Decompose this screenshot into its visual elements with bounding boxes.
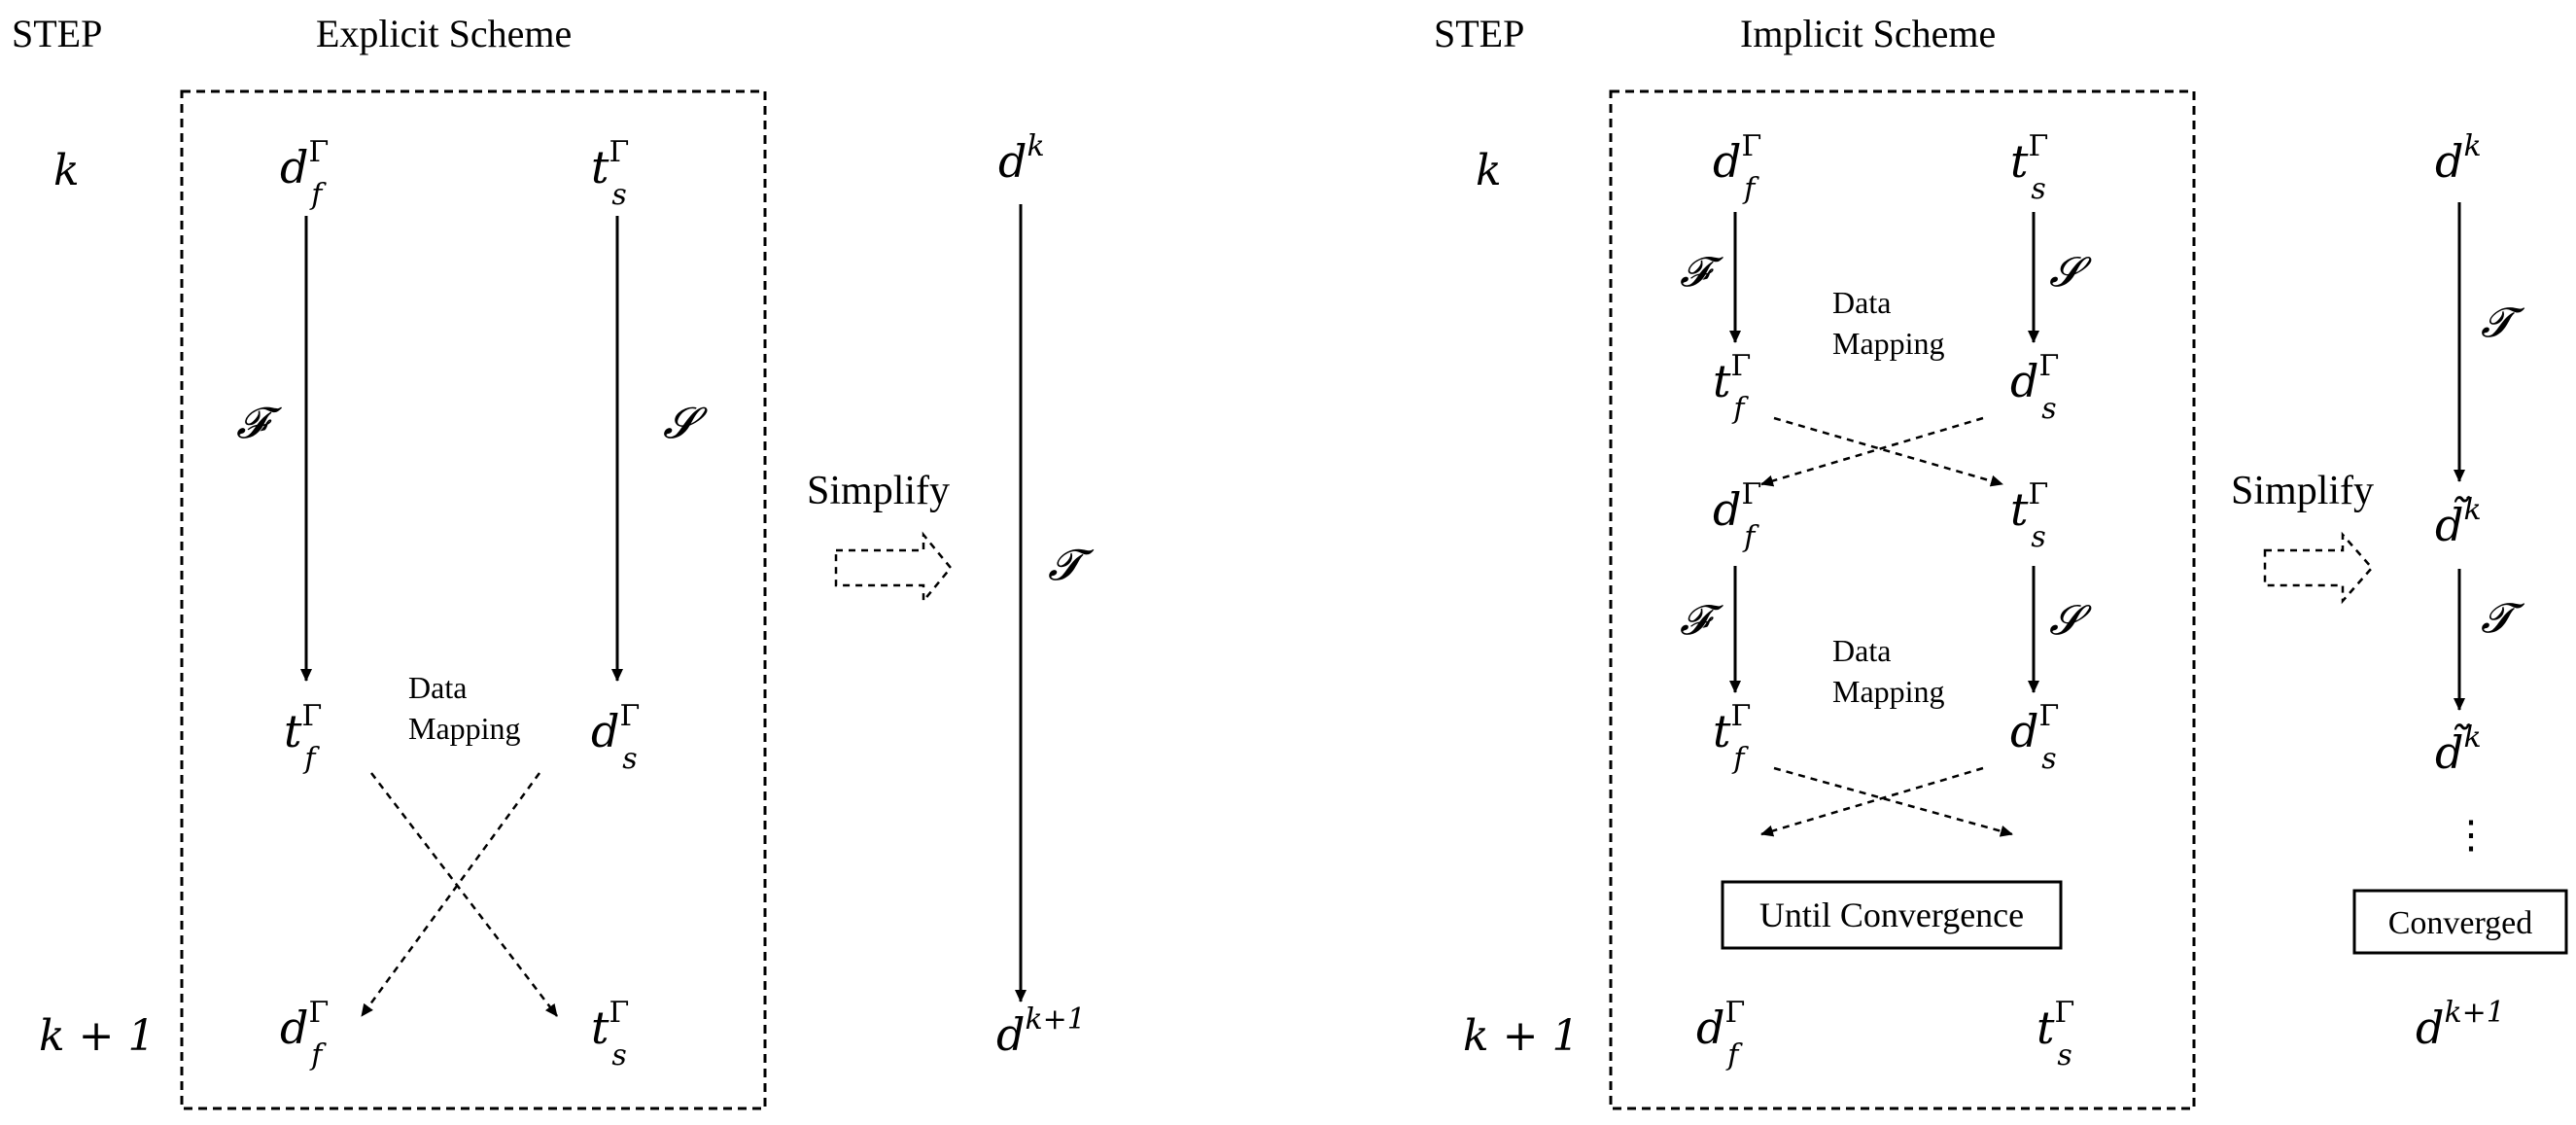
displacement-k1-explicit: dk+1 <box>996 1002 1086 1061</box>
fluid-operator-implicit-2: 𝓕 <box>1680 596 1723 644</box>
step-k1-label-left: k + 1 <box>39 1011 156 1061</box>
simplified-explicit: dk 𝓣 dk+1 <box>996 129 1095 1061</box>
explicit-scheme-title: Explicit Scheme <box>316 12 572 55</box>
displacement-k-explicit: dk <box>998 129 1045 188</box>
simplify-right: Simplify <box>2231 469 2374 605</box>
mapping-arrow-implicit-2b <box>1760 766 1984 837</box>
fluid-operator-implicit-1: 𝓕 <box>1680 248 1723 296</box>
displacement-k-implicit: dk <box>2435 129 2482 188</box>
mapping-arrow-implicit-1b <box>1760 416 1984 487</box>
displacement-tilde-implicit-1: d̃k <box>2435 493 2482 551</box>
mapping-arrow-explicit-1 <box>370 772 558 1017</box>
time-operator-implicit-2: 𝓣 <box>2481 594 2525 642</box>
solid-operator-implicit-1: 𝓢 <box>2049 248 2092 296</box>
mapping-arrow-implicit-2a <box>1773 766 2013 837</box>
solid-operator-implicit-2: 𝓢 <box>2049 596 2092 644</box>
converged-box <box>2352 889 2568 955</box>
step-header-left: STEP <box>12 12 102 55</box>
converged-label: Converged <box>2388 905 2533 941</box>
step-k-label-left: k <box>53 146 80 195</box>
time-operator-explicit: 𝓣 <box>1048 541 1095 590</box>
step-k-label-right: k <box>1476 146 1502 195</box>
until-convergence-label: Until Convergence <box>1759 896 2024 934</box>
simplify-label-left: Simplify <box>807 469 950 513</box>
implicit-scheme-box <box>1609 89 2196 1110</box>
fluid-operator-explicit: 𝓕 <box>236 399 283 448</box>
simplify-arrow-left <box>834 531 953 605</box>
simplify-left: Simplify <box>807 469 953 605</box>
explicit-scheme-box <box>180 89 767 1110</box>
simplify-label-right: Simplify <box>2231 469 2374 513</box>
step-header-right: STEP <box>1434 12 1524 55</box>
step-k1-label-right: k + 1 <box>1463 1011 1580 1061</box>
ellipsis-vertical: ⋮ <box>2452 813 2490 857</box>
time-operator-implicit-1: 𝓣 <box>2481 299 2525 346</box>
until-convergence-box <box>1721 880 2063 950</box>
displacement-k1-implicit: dk+1 <box>2416 996 2505 1054</box>
simplify-arrow-right <box>2263 531 2374 605</box>
mapping-arrow-explicit-2 <box>360 772 541 1017</box>
simplified-implicit: dk 𝓣 d̃k 𝓣 d̃k ⋮ Converged dk+1 <box>2352 129 2568 1054</box>
mapping-arrow-implicit-1a <box>1773 416 2003 487</box>
solid-operator-explicit: 𝓢 <box>663 399 708 448</box>
implicit-scheme-title: Implicit Scheme <box>1740 12 1996 55</box>
displacement-tilde-implicit-2: d̃k <box>2435 721 2482 779</box>
